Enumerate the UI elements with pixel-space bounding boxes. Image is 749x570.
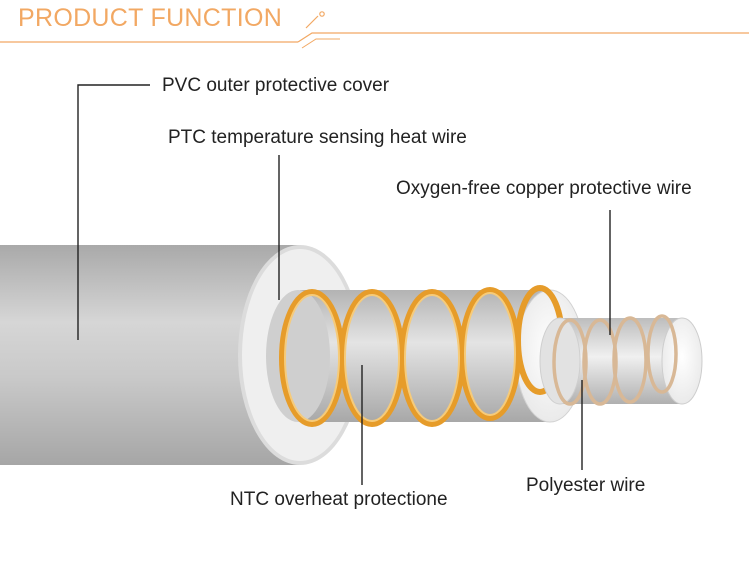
header-divider — [0, 11, 749, 49]
polyester-wire-coil — [552, 314, 678, 406]
label-copper-wire: Oxygen-free copper protective wire — [396, 178, 692, 199]
label-ntc-protection: NTC overheat protectione — [230, 489, 448, 510]
leader-lines — [77, 84, 611, 485]
label-ptc-wire: PTC temperature sensing heat wire — [168, 127, 467, 148]
label-pvc-cover: PVC outer protective cover — [162, 75, 390, 96]
label-polyester-wire: Polyester wire — [526, 475, 646, 496]
leader-pvc — [77, 84, 150, 340]
ptc-heating-coil-highlight — [284, 292, 516, 422]
heat-wire-core — [266, 289, 585, 423]
page-title: PRODUCT FUNCTION — [18, 4, 283, 32]
